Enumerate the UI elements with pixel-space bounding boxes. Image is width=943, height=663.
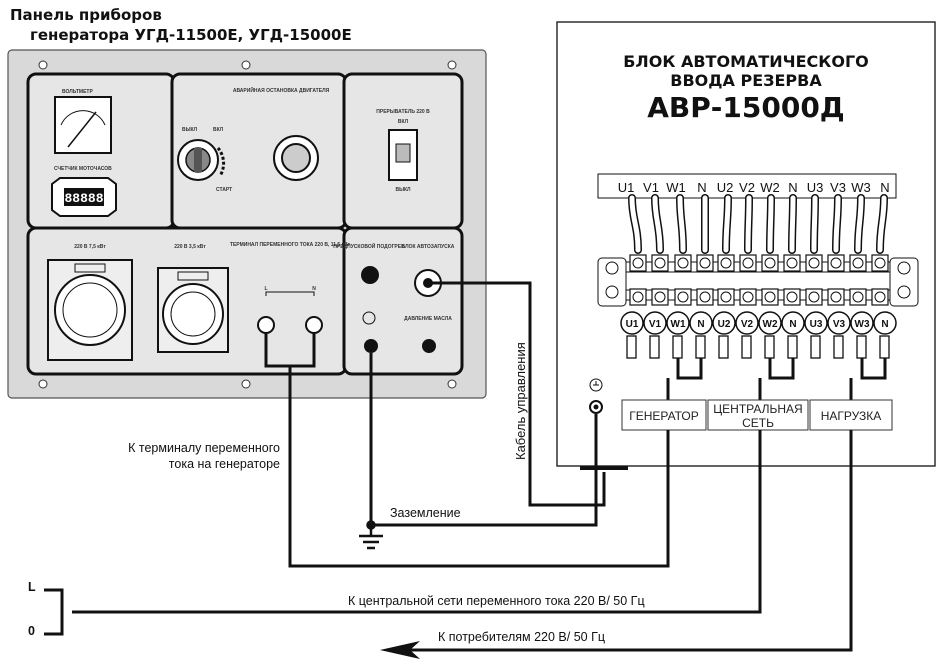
ats-model: АВР-15000Д — [647, 91, 845, 124]
breaker-on-label: ВКЛ — [398, 119, 409, 125]
lower-terminal-n3: N — [881, 319, 888, 330]
lower-terminal-w1: W1 — [671, 319, 686, 330]
panel-title-line1: Панель приборов — [10, 6, 162, 24]
group-generator-box — [621, 399, 707, 431]
terminal-w3: W3 — [851, 180, 871, 195]
terminal-n-icon — [305, 316, 323, 334]
ats-title-line1: БЛОК АВТОМАТИЧЕСКОГО — [623, 52, 869, 71]
key-off-label: ВЫКЛ — [182, 127, 198, 133]
terminal-v3: V3 — [830, 180, 846, 195]
terminal-n1: N — [697, 180, 706, 195]
lower-terminal-n1: N — [697, 319, 704, 330]
auto-start-label: БЛОК АВТОЗАПУСКА — [402, 244, 455, 250]
panel-ground-icon — [362, 311, 376, 325]
lower-terminal-u1: U1 — [626, 319, 639, 330]
breaker-label: ПРЕРЫВАТЕЛЬ 220 В — [376, 109, 430, 115]
preheat-indicator-icon — [361, 266, 379, 284]
terminal-w1: W1 — [666, 180, 686, 195]
terminal-w2: W2 — [760, 180, 780, 195]
control-cable-label: Кабель управления — [513, 342, 528, 460]
terminal-u2: U2 — [717, 180, 734, 195]
terminal-u1: U1 — [618, 180, 635, 195]
ats-lower-terminal-labels: U1 V1 W1 N U2 V2 W2 N U3 V3 W3 N — [626, 319, 889, 330]
line-0-label: 0 — [28, 624, 35, 638]
group-mains-label-line2: СЕТЬ — [742, 416, 774, 430]
ats-box — [556, 21, 936, 467]
lower-terminal-v3: V3 — [833, 319, 846, 330]
key-on-label: ВКЛ — [213, 127, 224, 133]
ats-ground-icon — [589, 378, 603, 392]
consumers-arrow-icon — [380, 641, 420, 659]
lower-terminal-u2: U2 — [718, 319, 731, 330]
voltmeter-icon — [54, 96, 112, 154]
group-generator-label: ГЕНЕРАТОР — [629, 409, 699, 423]
terminal-n2: N — [788, 180, 797, 195]
ats-terminal-labels: U1 V1 W1 N U2 V2 W2 N U3 V3 W3 N — [618, 180, 890, 195]
breaker-off-label: ВЫКЛ — [395, 187, 411, 193]
ac-terminal-label: ТЕРМИНАЛ ПЕРЕМЕННОГО ТОКА 220 В, 11,5 кВ… — [230, 242, 351, 248]
socket2-label: 220 В 3,5 кВт — [174, 244, 206, 250]
terminal-n-label: N — [312, 286, 316, 292]
lower-terminal-n2: N — [789, 319, 796, 330]
oil-pressure-label: ДАВЛЕНИЕ МАСЛА — [404, 316, 452, 322]
group-mains-label-line1: ЦЕНТРАЛЬНАЯ — [713, 402, 802, 416]
terminal-v1: V1 — [643, 180, 659, 195]
terminal-u3: U3 — [807, 180, 824, 195]
socket1-label: 220 В 7,5 кВт — [74, 244, 106, 250]
lower-terminal-w2: W2 — [763, 319, 778, 330]
panel-title-line2: генератора УГД-11500Е, УГД-15000Е — [30, 26, 352, 44]
group-mains-box — [707, 399, 809, 431]
emergency-stop-label: АВАРИЙНАЯ ОСТАНОВКА ДВИГАТЕЛЯ — [233, 86, 330, 94]
lower-terminal-v2: V2 — [741, 319, 754, 330]
terminal-n3: N — [880, 180, 889, 195]
voltmeter-label: ВОЛЬТМЕТР — [62, 89, 93, 95]
oil-pressure-indicator-icon — [422, 339, 436, 353]
group-load-label: НАГРУЗКА — [821, 409, 882, 423]
generator-panel: ВОЛЬТМЕТР СЧЕТЧИК МОТОЧАСОВ 88888 АВАРИЙ… — [7, 49, 487, 399]
lower-terminal-v1: V1 — [649, 319, 662, 330]
preheat-label: ПРЕДПУСКОВОЙ ПОДОГРЕВ — [333, 242, 405, 250]
ac-terminal-note-line1: К терминалу переменного — [128, 441, 280, 455]
group-load-box — [809, 399, 893, 431]
mains-note: К центральной сети переменного тока 220 … — [348, 594, 645, 608]
ats-title-line2: ВВОДА РЕЗЕРВА — [670, 71, 822, 90]
terminal-l-icon — [257, 316, 275, 334]
terminal-v2: V2 — [739, 180, 755, 195]
key-start-label: СТАРТ — [216, 187, 232, 193]
panel-ground-terminal-icon — [364, 339, 378, 353]
ground-symbol-icon — [359, 520, 383, 550]
wiring — [44, 281, 853, 652]
hour-meter-label: СЧЕТЧИК МОТОЧАСОВ — [54, 166, 112, 172]
terminal-l-label: L — [264, 286, 267, 292]
lower-terminal-w3: W3 — [855, 319, 870, 330]
consumers-note: К потребителям 220 В/ 50 Гц — [438, 630, 605, 644]
ground-label: Заземление — [390, 506, 461, 520]
line-l-label: L — [28, 580, 36, 594]
hour-meter-value: 88888 — [64, 191, 103, 206]
lower-terminal-u3: U3 — [810, 319, 823, 330]
ac-terminal-note-line2: тока на генераторе — [168, 457, 280, 471]
